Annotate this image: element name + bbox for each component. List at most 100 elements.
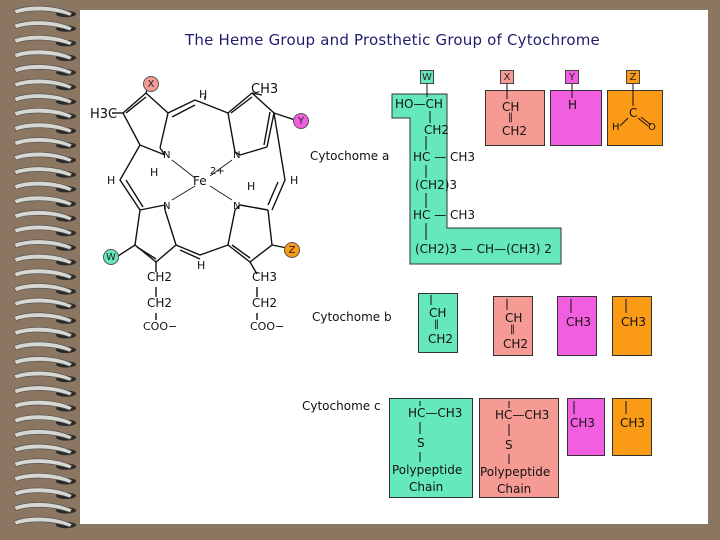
n4-label: N bbox=[233, 201, 241, 212]
binder-ring bbox=[13, 487, 73, 499]
binder-ring bbox=[13, 297, 73, 309]
cyt-c-w-line-3: Polypeptide bbox=[392, 463, 463, 477]
binder-ring bbox=[13, 268, 73, 280]
cyt-c-x-line-3: Polypeptide bbox=[480, 465, 551, 479]
n1-label: N bbox=[163, 150, 171, 161]
n2-label: N bbox=[233, 150, 241, 161]
cyt-b-w-line-2: CH2 bbox=[428, 332, 454, 346]
binder-ring bbox=[13, 312, 73, 324]
binder-ring bbox=[13, 35, 73, 46]
cyt-a-z-line-2: H bbox=[612, 122, 620, 133]
binder-ring bbox=[13, 400, 73, 411]
binder-ring bbox=[13, 137, 73, 148]
binder-ring bbox=[13, 516, 73, 528]
n3-label: N bbox=[163, 201, 171, 212]
header-y: Y bbox=[565, 70, 579, 84]
binder-ring bbox=[13, 151, 73, 163]
binder-ring bbox=[13, 283, 73, 294]
cyt-a-y-box bbox=[550, 90, 602, 146]
binder-ring bbox=[13, 370, 73, 382]
cytochrome-b-label: Cytochome b bbox=[312, 310, 392, 324]
cytochrome-a-label: Cytochome a bbox=[310, 149, 390, 163]
cyt-c-x-line-4: Chain bbox=[497, 482, 532, 496]
cyt-a-w-line-1: HO—CH bbox=[395, 97, 443, 111]
cyt-c-w-box bbox=[389, 398, 473, 498]
binder-ring bbox=[13, 443, 73, 455]
binder-ring bbox=[13, 20, 73, 32]
binder-ring bbox=[13, 414, 73, 426]
cyt-b-x-line-1: CH bbox=[505, 311, 523, 325]
binder-ring bbox=[13, 181, 73, 192]
slide-title: The Heme Group and Prosthetic Group of C… bbox=[185, 31, 600, 49]
h-top-label: H bbox=[199, 88, 208, 101]
cyt-a-w-line-2: CH2 bbox=[424, 123, 450, 137]
left-chain-1: CH2 bbox=[147, 270, 173, 284]
cyt-b-y-box bbox=[557, 296, 597, 356]
right-chain-1: CH3 bbox=[252, 270, 278, 284]
h-bottom-label: H bbox=[197, 259, 206, 272]
z-badge: Z bbox=[284, 242, 300, 258]
cyt-b-x-double-bond: ‖ bbox=[510, 324, 515, 335]
binder-ring bbox=[13, 108, 73, 119]
cyt-b-w-double-bond: ‖ bbox=[434, 319, 439, 330]
right-chain-2: CH2 bbox=[252, 296, 278, 310]
binder-ring bbox=[13, 254, 73, 265]
binder-ring bbox=[13, 93, 73, 105]
cyt-c-w-line-2: S bbox=[417, 436, 425, 450]
cyt-b-x-line-2: CH2 bbox=[503, 337, 529, 351]
cytochrome-c-label: Cytochome c bbox=[302, 399, 381, 413]
header-w: W bbox=[420, 70, 434, 84]
w-badge: W bbox=[103, 249, 119, 265]
spiral-binding bbox=[13, 5, 76, 529]
cyt-a-x-line-1: CH bbox=[502, 100, 520, 114]
right-chain-3: COO− bbox=[250, 320, 285, 333]
h3c-label: H3C bbox=[90, 107, 118, 122]
binder-ring bbox=[13, 239, 73, 251]
cyt-b-w-box bbox=[418, 293, 458, 353]
cyt-a-z-line-3: O bbox=[648, 122, 656, 133]
cyt-a-w-line-5: HC — CH3 bbox=[413, 208, 476, 222]
binder-ring bbox=[13, 502, 73, 513]
cyt-b-w-line-1: CH bbox=[429, 306, 447, 320]
heme-structure bbox=[112, 81, 296, 320]
binder-ring bbox=[13, 49, 73, 61]
cyt-a-x-double-bond: ‖ bbox=[508, 112, 513, 123]
cyt-a-w-line-4: (CH2)3 bbox=[415, 178, 458, 192]
binder-ring bbox=[13, 64, 73, 75]
cyt-c-x-line-1: HC—CH3 bbox=[495, 408, 550, 422]
binder-ring bbox=[13, 5, 73, 17]
binder-ring bbox=[13, 473, 73, 484]
cyt-a-z-line-1: C bbox=[629, 106, 638, 120]
binder-ring bbox=[13, 78, 73, 90]
ch3-top-label: CH3 bbox=[251, 82, 279, 97]
cyt-a-w-line-3: HC — CH3 bbox=[413, 150, 476, 164]
nh-h2-label: H bbox=[247, 180, 256, 193]
cyt-c-y-line-1: CH3 bbox=[570, 416, 596, 430]
cyt-b-z-box bbox=[612, 296, 652, 356]
binder-ring bbox=[13, 356, 73, 367]
binder-ring bbox=[13, 385, 73, 397]
binder-ring bbox=[13, 224, 73, 236]
y-badge: Y bbox=[293, 113, 309, 129]
nh-h1-label: H bbox=[150, 166, 159, 179]
cyt-c-w-line-1: HC—CH3 bbox=[408, 406, 463, 420]
cyt-c-y-box bbox=[567, 398, 605, 456]
left-chain-2: CH2 bbox=[147, 296, 173, 310]
iron-charge: 2+ bbox=[210, 166, 225, 177]
binder-ring bbox=[13, 166, 73, 178]
binder-ring bbox=[13, 195, 73, 207]
header-z: Z bbox=[626, 70, 640, 84]
cyt-a-x-box bbox=[485, 90, 545, 146]
binder-ring bbox=[13, 327, 73, 338]
cyt-c-x-box bbox=[479, 398, 559, 498]
cyt-c-x-line-2: S bbox=[505, 438, 513, 452]
cyt-c-w-line-4: Chain bbox=[409, 480, 444, 494]
binder-ring bbox=[13, 341, 73, 353]
x-badge: X bbox=[143, 76, 159, 92]
cyt-a-y-line-1: H bbox=[568, 98, 578, 112]
cyt-a-z-box bbox=[607, 90, 663, 146]
iron-label: Fe bbox=[193, 174, 207, 188]
cyt-b-x-box bbox=[493, 296, 533, 356]
